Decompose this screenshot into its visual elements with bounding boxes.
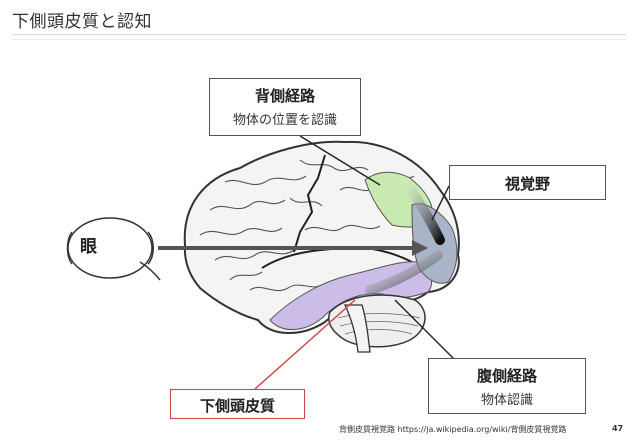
inferior-temporal-box: 下側頭皮質 xyxy=(170,389,305,419)
ventral-stream xyxy=(365,250,443,295)
visual-cortex-label: 視覚野 xyxy=(504,175,550,193)
leader-ventral xyxy=(394,299,456,361)
page-number: 47 xyxy=(612,424,624,433)
slide-title: 下側頭皮質と認知 xyxy=(12,12,152,32)
ventral-pathway-title: 腹側経路 xyxy=(476,367,537,385)
central-sulcus xyxy=(293,154,326,253)
dorsal-pathway-box: 背側経路 物体の位置を認識 xyxy=(209,78,361,136)
dorsal-pathway-title: 背側経路 xyxy=(254,87,315,105)
cerebellum xyxy=(328,294,426,348)
visual-input-arrowhead xyxy=(412,240,428,256)
ventral-pathway-subtitle: 物体認識 xyxy=(480,393,533,408)
dorsal-pathway-subtitle: 物体の位置を認識 xyxy=(232,113,337,128)
brainstem xyxy=(343,304,371,353)
title-divider xyxy=(12,34,626,40)
ventral-pathway-box: 腹側経路 物体認識 xyxy=(428,358,586,414)
dorsal-stream xyxy=(395,170,445,245)
visual-cortex-box: 視覚野 xyxy=(449,165,606,200)
leader-inferior-temporal xyxy=(254,299,356,390)
leader-visual xyxy=(431,185,450,221)
leader-dorsal xyxy=(299,135,381,186)
eye-drawing xyxy=(66,217,161,281)
eye-label: 眼 xyxy=(80,237,97,257)
source-caption: 背側皮質視覚路 https://ja.wikipedia.org/wiki/背側… xyxy=(339,425,567,434)
inferior-temporal-label: 下側頭皮質 xyxy=(199,397,275,415)
